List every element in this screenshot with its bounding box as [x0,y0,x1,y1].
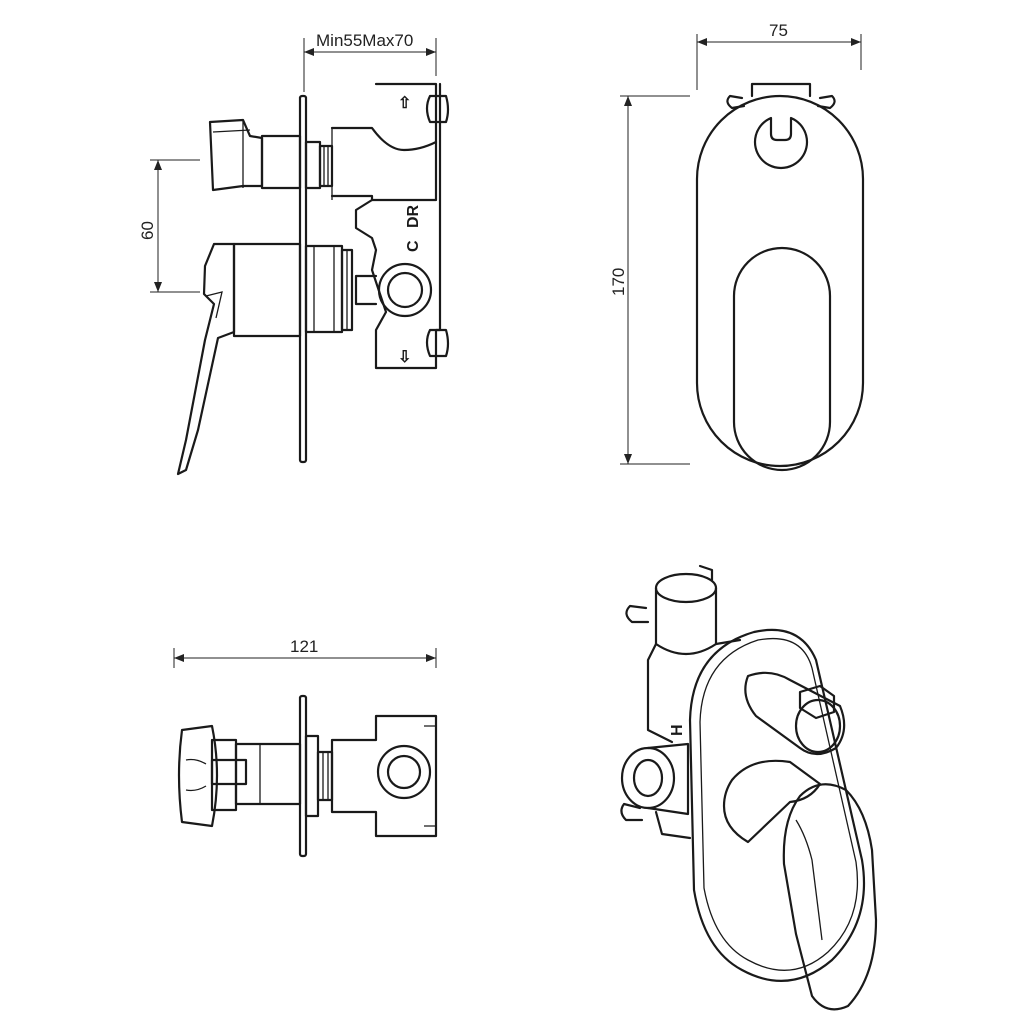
dimension-wall-depth: Min55Max70 [303,31,437,92]
label-h: H [669,724,686,736]
valve-body [354,82,442,370]
dimension-label-wall-depth: Min55Max70 [316,31,413,50]
dimension-plate-height: 170 [609,95,690,465]
dimension-label-plate-height: 170 [609,268,628,296]
iso-top-inlet [654,572,718,604]
flow-arrow-down: ⇩ [398,349,411,366]
isometric-view: H [620,564,878,1011]
front-lever-handle [732,246,832,472]
front-plate [695,94,865,468]
dimension-label-total-length: 121 [290,637,318,656]
dimension-total-length: 121 [173,637,437,668]
front-diverter-knob [753,116,809,170]
lever-handle [176,242,236,476]
dimension-plate-width: 75 [696,21,862,90]
iso-side-inlet [620,746,676,810]
outlet-port [377,262,433,318]
top-outlet-port [376,744,432,800]
top-lever-handle [177,724,219,828]
flow-arrow-up: ⇧ [398,95,411,112]
front-top-lugs [726,82,836,110]
top-valve-body [330,714,438,838]
front-view [695,82,865,472]
iso-plate [688,628,866,982]
label-dr: DR [405,204,422,228]
mounting-lug-top [425,94,450,124]
iso-lever-base [722,759,822,844]
dimension-handle-offset: 60 [138,159,200,293]
dimension-label-plate-width: 75 [769,21,788,40]
top-view [177,694,438,858]
side-view: ⇧ ⇩ DR C [176,82,450,476]
cartridge [232,242,302,338]
label-c: C [405,240,422,252]
iso-diverter-knob [744,671,846,756]
dimension-label-handle-offset: 60 [138,221,157,240]
iso-lever-handle [782,783,878,1011]
mounting-lug-bottom [425,328,450,358]
